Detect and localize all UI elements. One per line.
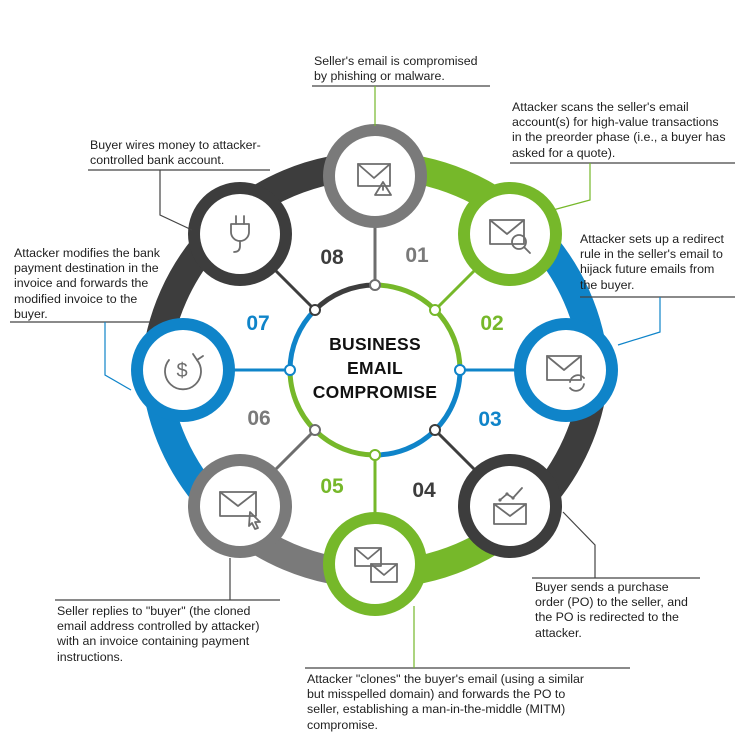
email-warning-icon — [357, 163, 392, 196]
callout-step-06: Seller replies to "buyer" (the cloned em… — [57, 604, 260, 664]
spoke-04 — [433, 428, 480, 475]
leader-04-stem — [562, 511, 596, 578]
junction-dot — [369, 449, 381, 461]
step-numbers: 01 02 03 04 05 06 07 08 — [246, 244, 503, 502]
step-number-01: 01 — [405, 244, 429, 267]
email-clone-icon — [354, 547, 398, 583]
email-reply-icon — [219, 491, 261, 530]
step-node-05 — [323, 512, 427, 616]
title-line-2: EMAIL — [347, 358, 403, 378]
email-chart-icon — [493, 487, 527, 525]
spoke-08 — [270, 265, 317, 312]
spoke-06 — [270, 428, 317, 475]
step-number-08: 08 — [320, 246, 344, 269]
junction-dots — [284, 279, 466, 461]
callout-step-01: Seller's email is compromised by phishin… — [314, 54, 478, 84]
leader-07-stem — [104, 322, 132, 391]
callout-step-08: Buyer wires money to attacker- controlle… — [90, 138, 261, 168]
inner-arc-top-left — [313, 282, 376, 312]
step-node-04 — [458, 454, 562, 558]
step-node-02 — [458, 182, 562, 286]
leader-02-stem — [552, 163, 591, 211]
money-refresh-icon: $ — [164, 353, 204, 391]
title-line-1: BUSINESS — [329, 334, 421, 354]
junction-dot — [309, 424, 321, 436]
step-number-05: 05 — [320, 475, 344, 498]
step-node-01 — [323, 124, 427, 228]
junction-dot — [429, 304, 441, 316]
callout-step-04: Buyer sends a purchase order (PO) to the… — [535, 580, 688, 640]
junction-dot — [284, 364, 296, 376]
step-number-03: 03 — [478, 408, 501, 431]
junction-dot — [309, 304, 321, 316]
callout-step-05: Attacker "clones" the buyer's email (usi… — [307, 672, 584, 732]
spokes — [229, 226, 521, 514]
step-number-06: 06 — [247, 407, 270, 430]
callout-step-07: Attacker modifies the bank payment desti… — [14, 246, 161, 321]
junction-dot — [454, 364, 466, 376]
step-node-03 — [514, 318, 618, 422]
callout-step-03: Attacker sets up a redirect rule in the … — [580, 232, 724, 292]
step-number-02: 02 — [480, 312, 503, 335]
step-node-06 — [188, 454, 292, 558]
email-search-icon — [489, 219, 531, 254]
step-node-07: $ — [131, 318, 235, 422]
inner-arc-left — [287, 308, 317, 371]
leader-08-stem — [159, 170, 193, 231]
callout-step-02: Attacker scans the seller's email accoun… — [512, 100, 726, 160]
leader-03-stem — [617, 297, 661, 346]
callout-leaders — [10, 85, 735, 669]
step-node-08 — [188, 182, 292, 286]
email-redirect-icon — [546, 355, 585, 392]
svg-text:$: $ — [176, 360, 187, 382]
spoke-02 — [433, 265, 480, 312]
step-number-04: 04 — [412, 479, 436, 502]
plug-icon — [230, 215, 250, 253]
junction-dot — [429, 424, 441, 436]
title-line-3: COMPROMISE — [313, 382, 438, 402]
center-title: BUSINESS EMAIL COMPROMISE — [313, 334, 438, 402]
step-number-07: 07 — [246, 312, 269, 335]
junction-dot — [369, 279, 381, 291]
